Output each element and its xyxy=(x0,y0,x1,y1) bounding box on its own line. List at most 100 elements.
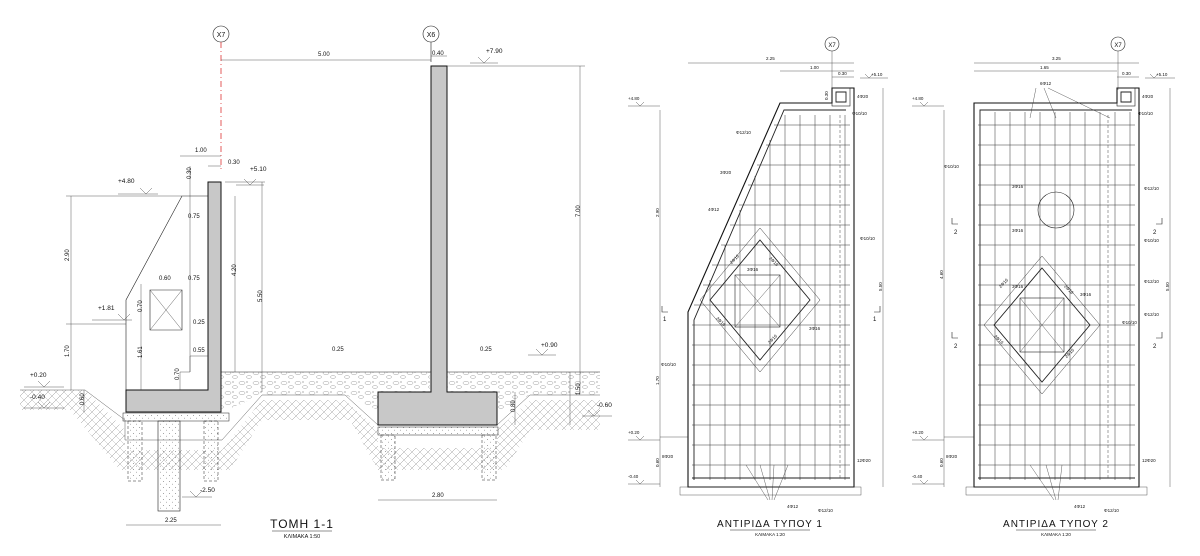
gravel-backfill-mid xyxy=(345,372,430,410)
b2-bar-3f16c: 3Φ16 xyxy=(1012,284,1024,289)
dim-040: 0.40 xyxy=(432,51,444,57)
b2-dim-325: 3.25 xyxy=(1052,56,1061,61)
elev-m060: -0.60 xyxy=(597,402,612,409)
elev-m040: -0.40 xyxy=(30,394,45,401)
b2-bar-12-10a: Φ12/10 xyxy=(1144,186,1159,191)
section-dimension-lines xyxy=(66,55,585,526)
dim-500: 5.00 xyxy=(318,52,330,58)
buttress2-bar-labels: 6Φ12 4Φ20 Φ10/10 Φ10/10 3Φ16 Φ12/10 3Φ16… xyxy=(944,81,1159,513)
b2-bar-6f12: 6Φ12 xyxy=(1040,81,1052,86)
dim-550: 5.50 xyxy=(258,290,264,302)
b2-bar-2f16d: 2Φ16 xyxy=(1064,347,1076,359)
dim-075a: 0.75 xyxy=(188,214,200,220)
dim-070b: 0.70 xyxy=(175,368,181,380)
b2-bar-4f12: 4Φ12 xyxy=(1074,504,1086,509)
cut-label-b2-tl: 2 xyxy=(954,230,958,236)
b1-bar-3f16b: 3Φ16 xyxy=(809,326,821,331)
b2-bar-10-10b: Φ10/10 xyxy=(944,164,959,169)
dim-290: 2.90 xyxy=(65,249,71,261)
axis-label-b2: X7 xyxy=(1114,43,1122,49)
buttress2-round-opening xyxy=(1037,191,1075,229)
b1-bar-12-10: Φ12/10 xyxy=(736,130,751,135)
dim-030: 0.30 xyxy=(228,160,240,166)
buttress1-elevations: +5.10 +4.80 +0.20 -0.40 xyxy=(628,72,888,485)
buttress-step xyxy=(179,355,208,390)
cut-label-b1-left: 1 xyxy=(663,317,667,323)
buttress1-cut-marks: 1 1 xyxy=(661,306,881,323)
b1-bar-8f20: 8Φ20 xyxy=(662,454,674,459)
b2-bar-3f16d: 3Φ16 xyxy=(1080,292,1092,297)
b2-bar-10-10d: Φ10/10 xyxy=(1122,320,1137,325)
dim-080: 0.80 xyxy=(511,400,517,412)
b1-bar-10-10c: Φ10/10 xyxy=(661,362,676,367)
b2-bar-3f16b: 3Φ16 xyxy=(1012,228,1024,233)
b2-bar-12f20: 12Φ20 xyxy=(1142,458,1156,463)
b1-bar-12-10b: Φ12/10 xyxy=(818,508,833,513)
cut-label-b2-bl: 2 xyxy=(954,344,958,350)
retaining-wall-right xyxy=(377,65,498,426)
buttress2-dim-lines xyxy=(943,62,1171,487)
dim-075b: 0.75 xyxy=(188,276,200,282)
gravel-backfill-left xyxy=(218,372,345,412)
b2-dim-060: 0.60 xyxy=(939,458,944,467)
cut-label-b2-tr: 2 xyxy=(1153,230,1157,236)
buttress-type-2: X7 xyxy=(912,36,1175,537)
buttress-outline xyxy=(125,195,208,390)
buttress2-base xyxy=(965,486,1148,496)
axis-bubble-x7: X7 xyxy=(212,25,230,43)
b2-bar-2f16a: 2Φ16 xyxy=(998,277,1010,289)
cut-label-b1-right: 1 xyxy=(873,317,877,323)
b2-bar-3f16a: 3Φ16 xyxy=(1012,184,1024,189)
elev-510: +5.10 xyxy=(250,166,267,173)
b2-bar-4f20: 4Φ20 xyxy=(1142,94,1154,99)
section-scale: ΚΛΙΜΑΚΑ 1:50 xyxy=(284,534,320,540)
buttress1-bar-labels: 4Φ20 Φ10/10 Φ12/10 3Φ20 4Φ12 Φ10/10 3Φ16… xyxy=(661,94,875,513)
b2-bar-12-10b: Φ12/10 xyxy=(1144,279,1159,284)
piles-right xyxy=(380,434,497,481)
buttress1-outline xyxy=(687,87,855,488)
b1-dim-170: 1.70 xyxy=(655,376,660,385)
b1-dim-550: 5.50 xyxy=(878,282,883,291)
b1-dim-100: 1.00 xyxy=(810,65,819,70)
b2-bar-2f16c: 2Φ16 xyxy=(1063,284,1075,296)
dim-055: 0.55 xyxy=(193,348,205,354)
b2-bar-12-10c: Φ12/10 xyxy=(1144,312,1159,317)
b2-dim-165: 1.65 xyxy=(1040,65,1049,70)
dim-280: 2.80 xyxy=(432,493,444,499)
b1-elev-m040: -0.40 xyxy=(628,474,639,479)
b1-bar-2f16d: 2Φ16 xyxy=(767,333,779,345)
buttress1-opening xyxy=(734,274,781,328)
lean-concrete-right xyxy=(377,426,499,436)
buttress-type-1: X7 xyxy=(628,36,888,537)
axis-bubble-x6: X6 xyxy=(422,25,440,43)
buttress2-cut-marks: 2 2 2 2 xyxy=(951,218,1163,350)
elev-181: +1.81 xyxy=(98,305,115,312)
buttress2-title: ΑΝΤΙΡΙΔΑ ΤΥΠΟΥ 2 xyxy=(1003,519,1109,530)
dim-070a: 0.70 xyxy=(138,300,144,312)
b2-elev-020: +0.20 xyxy=(912,430,924,435)
gravel-backfill-right xyxy=(445,372,600,412)
b1-dim-030: 0.30 xyxy=(838,71,847,76)
lean-concrete-left xyxy=(122,412,230,422)
b1-bar-3f16a: 3Φ16 xyxy=(747,267,759,272)
dim-025a: 0.25 xyxy=(193,320,205,326)
dim-025b: 0.25 xyxy=(332,347,344,353)
retaining-wall-left xyxy=(125,181,222,413)
b1-elev-480: +4.80 xyxy=(628,96,640,101)
buttress1-rebar xyxy=(692,109,850,480)
dim-700: 7.00 xyxy=(576,205,582,217)
buttress1-base xyxy=(679,486,862,496)
b2-elev-510: +5.10 xyxy=(1156,72,1168,77)
b1-dim-290: 2.90 xyxy=(655,208,660,217)
buttress2-opening xyxy=(1019,297,1065,353)
axis-label-x7: X7 xyxy=(217,32,226,39)
dim-030b: 0.30 xyxy=(187,167,193,179)
b1-elev-510: +5.10 xyxy=(871,72,883,77)
cut-label-b2-br: 2 xyxy=(1153,344,1157,350)
dim-170: 1.70 xyxy=(65,345,71,357)
elev-m250: -2.50 xyxy=(200,487,215,494)
buttress2-dim-texts: 3.25 1.65 0.30 4.60 5.50 0.60 xyxy=(939,56,1170,467)
b2-bar-12-10d: Φ12/10 xyxy=(1104,508,1119,513)
axis-label-b1: X7 xyxy=(828,43,836,49)
